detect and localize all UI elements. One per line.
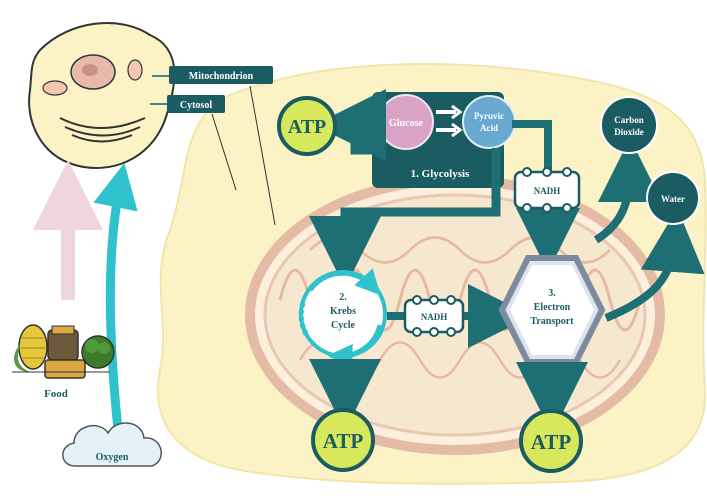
nadh-top: NADH — [515, 168, 579, 212]
electron-transport: 3. Electron Transport — [502, 258, 602, 362]
oxygen-cloud: Oxygen — [63, 423, 161, 466]
krebs-label-1: 2. — [339, 292, 347, 303]
atp-electron-label: ATP — [531, 430, 572, 454]
food-icon — [12, 325, 114, 378]
carbon-dioxide-label-1: Carbon — [614, 115, 644, 125]
nadh-middle: NADH — [405, 296, 463, 336]
water-label: Water — [661, 194, 685, 204]
atp-krebs-label: ATP — [323, 429, 364, 453]
krebs-label-3: Cycle — [331, 320, 355, 331]
krebs-cycle: 2. Krebs Cycle — [301, 272, 385, 356]
mitochondrion-label-box: Mitochondrion — [169, 66, 273, 84]
food-label: Food — [44, 388, 68, 400]
mitochondrion-label: Mitochondrion — [189, 71, 254, 82]
water: Water — [647, 172, 699, 224]
atp-top-label: ATP — [288, 116, 327, 138]
krebs-label-2: Krebs — [330, 306, 356, 317]
atp-top: ATP — [279, 98, 335, 154]
carbon-dioxide: Carbon Dioxide — [601, 97, 657, 153]
arrow-oxygen-to-cell — [110, 185, 120, 430]
oxygen-label: Oxygen — [96, 452, 129, 463]
cytosol-label-box: Cytosol — [167, 95, 225, 113]
atp-electron: ATP — [521, 411, 581, 471]
carbon-dioxide-label-2: Dioxide — [614, 127, 644, 137]
pyruvic-acid-label-1: Pyruvic — [474, 111, 504, 121]
animal-cell — [29, 23, 174, 168]
electron-label-3: Transport — [530, 316, 574, 327]
pyruvic-acid-label-2: Acid — [480, 123, 498, 133]
cytosol-label: Cytosol — [180, 100, 212, 111]
glycolysis-label: 1. Glycolysis — [411, 168, 470, 180]
nadh-middle-label: NADH — [421, 312, 448, 322]
atp-krebs: ATP — [313, 410, 373, 470]
electron-label-2: Electron — [534, 302, 571, 313]
nadh-top-label: NADH — [534, 186, 561, 196]
electron-label-1: 3. — [548, 288, 556, 299]
glucose-label: Glucose — [389, 118, 423, 129]
pyruvic-acid-circle — [463, 96, 515, 148]
